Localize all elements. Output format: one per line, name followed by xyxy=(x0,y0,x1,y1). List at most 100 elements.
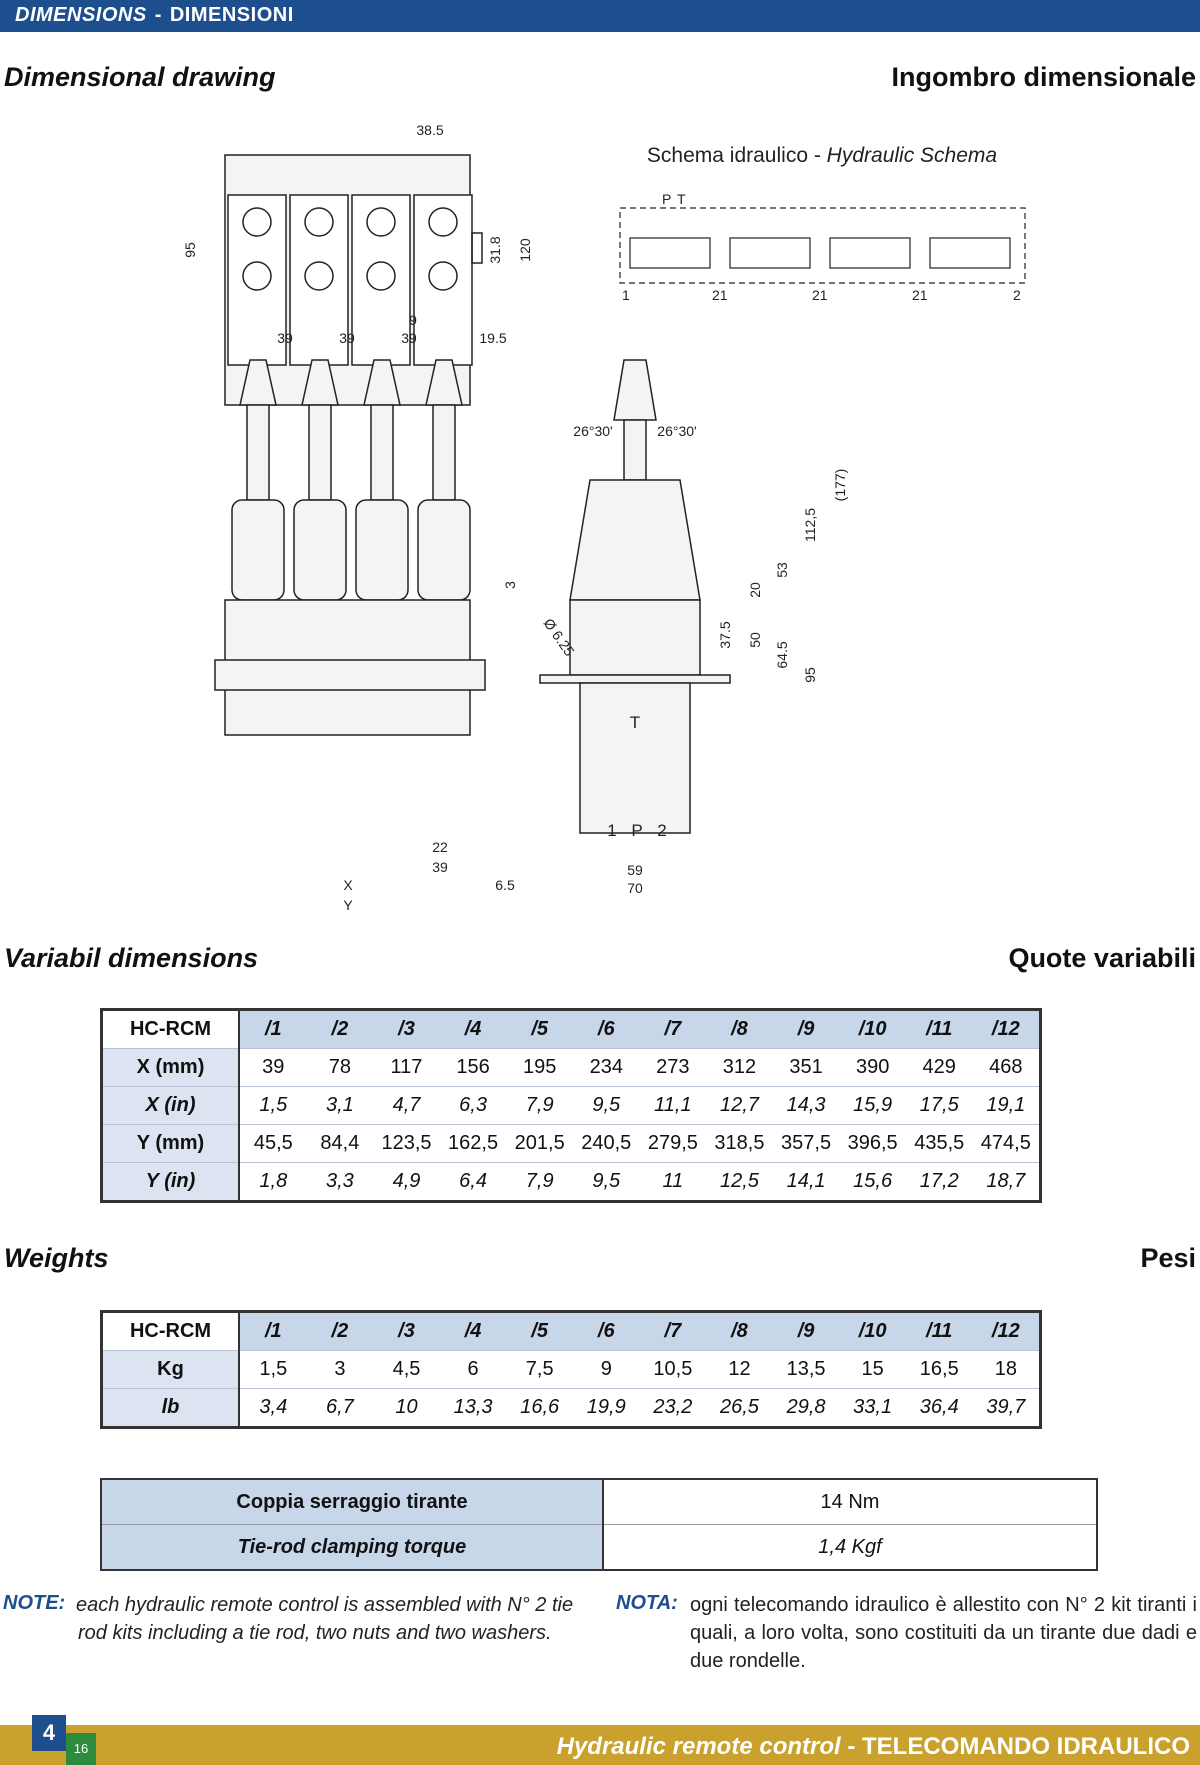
table-cell: 474,5 xyxy=(972,1124,1043,1163)
table-cell: /12 xyxy=(972,1008,1043,1049)
table-cell: 357,5 xyxy=(772,1124,840,1163)
table-cell: 435,5 xyxy=(905,1124,973,1163)
table-cell: /8 xyxy=(706,1008,773,1049)
dim-6-5: 6.5 xyxy=(495,877,515,893)
schema-valve xyxy=(729,237,811,269)
table-cell: 7,5 xyxy=(506,1350,573,1389)
table-cell: /5 xyxy=(506,1310,573,1351)
table-cell: /2 xyxy=(306,1310,374,1351)
dim-120: 120 xyxy=(517,238,533,262)
table-row: HC-RCM /1 /2 /3 /4 /5 /6 /7 /8 /9 /10 /1… xyxy=(100,1008,1043,1049)
table-cell: 351 xyxy=(772,1048,840,1087)
dim-y: Y xyxy=(343,897,353,913)
table-cell: 12 xyxy=(706,1350,773,1389)
table-cell: 156 xyxy=(439,1048,507,1087)
table-cell: X (in) xyxy=(100,1086,240,1125)
footer-bar xyxy=(0,1725,1200,1765)
table-cell: /4 xyxy=(439,1310,507,1351)
side-lever-knob xyxy=(613,359,657,421)
footer-title-it: TELECOMANDO IDRAULICO xyxy=(862,1733,1190,1760)
table-row: Kg 1,5 3 4,5 6 7,5 9 10,5 12 13,5 15 16,… xyxy=(100,1350,1043,1389)
dim-9: 9 xyxy=(409,312,417,328)
top-view xyxy=(224,154,483,406)
section-title-drawing-it: Ingombro dimensionale xyxy=(891,62,1196,92)
dim-39-b: 39 xyxy=(339,330,355,346)
table-cell: /7 xyxy=(639,1008,707,1049)
table-cell: /7 xyxy=(639,1310,707,1351)
front-view-tie-rod xyxy=(214,659,486,691)
schema-port-t: T xyxy=(677,191,686,207)
torque-label-en: Tie-rod clamping torque xyxy=(101,1524,604,1571)
table-cell: /10 xyxy=(839,1008,906,1049)
table-cell: /9 xyxy=(772,1008,840,1049)
schema-label-21-c: 21 xyxy=(912,287,928,303)
table-cell: 39,7 xyxy=(972,1388,1043,1429)
table-cell: 312 xyxy=(706,1048,773,1087)
schema-label-21-a: 21 xyxy=(712,287,728,303)
table-cell: 273 xyxy=(639,1048,707,1087)
table-cell: 15 xyxy=(839,1350,906,1389)
dim-39-c: 39 xyxy=(401,330,417,346)
table-row: lb 3,4 6,7 10 13,3 16,6 19,9 23,2 26,5 2… xyxy=(100,1388,1043,1429)
table-cell: 396,5 xyxy=(839,1124,906,1163)
lever-boot xyxy=(355,499,409,601)
table-cell: 19,1 xyxy=(972,1086,1043,1125)
top-view-hole xyxy=(366,207,396,237)
note-text: each hydraulic remote control is assembl… xyxy=(76,1594,574,1644)
side-view xyxy=(539,359,731,834)
header-title-en: DIMENSIONS xyxy=(15,4,147,26)
top-view-hole xyxy=(366,261,396,291)
table-cell: 4,7 xyxy=(373,1086,440,1125)
top-view-section-4 xyxy=(413,194,473,366)
section-title-weights-it: Pesi xyxy=(1140,1243,1196,1273)
side-body xyxy=(579,682,691,834)
dim-angle-right: 26°30' xyxy=(657,423,696,439)
header-bar: DIMENSIONS-DIMENSIONI xyxy=(0,0,1200,32)
table-cell: 17,5 xyxy=(905,1086,973,1125)
side-flange xyxy=(539,674,731,684)
schema-valve xyxy=(629,237,711,269)
table-cell: 14,1 xyxy=(772,1162,840,1203)
dim-20: 20 xyxy=(747,582,763,598)
schema-label-1: 1 xyxy=(622,287,630,303)
table-cell: /6 xyxy=(572,1008,640,1049)
table-cell: 4,5 xyxy=(373,1350,440,1389)
table-row: Tie-rod clamping torque 1,4 Kgf xyxy=(101,1524,1097,1571)
table-cell: 117 xyxy=(373,1048,440,1087)
table-cell: 201,5 xyxy=(506,1124,573,1163)
top-view-section-2 xyxy=(289,194,349,366)
table-cell: /9 xyxy=(772,1310,840,1351)
table-cell: /3 xyxy=(373,1310,440,1351)
table-cell: Y (mm) xyxy=(100,1124,240,1163)
table-cell: 468 xyxy=(972,1048,1043,1087)
section-title-variable-en: Variabil dimensions xyxy=(4,943,259,973)
table-cell: 4,9 xyxy=(373,1162,440,1203)
top-view-hole xyxy=(304,207,334,237)
table-cell: 16,6 xyxy=(506,1388,573,1429)
schema-valve xyxy=(829,237,911,269)
footer-separator: - xyxy=(847,1733,856,1760)
header-title-it: DIMENSIONI xyxy=(169,4,294,26)
table-cell: lb xyxy=(100,1388,240,1429)
table-cell: X (mm) xyxy=(100,1048,240,1087)
port-2: 2 xyxy=(657,821,666,840)
table-cell: 10,5 xyxy=(639,1350,707,1389)
lever-shaft xyxy=(246,404,270,501)
top-view-hole xyxy=(242,207,272,237)
dim-95-b: 95 xyxy=(802,667,818,683)
port-1: 1 xyxy=(607,821,616,840)
top-view-hole xyxy=(428,261,458,291)
table-cell: 318,5 xyxy=(706,1124,773,1163)
nota-label: NOTA: xyxy=(616,1592,678,1614)
table-cell: /11 xyxy=(905,1008,973,1049)
schema-frame xyxy=(619,207,1026,284)
top-view-hole xyxy=(428,207,458,237)
table-cell: 240,5 xyxy=(572,1124,640,1163)
table-cell: 9,5 xyxy=(572,1162,640,1203)
top-view-hole xyxy=(304,261,334,291)
table-cell: 36,4 xyxy=(905,1388,973,1429)
schema-title-en: Hydraulic Schema xyxy=(827,144,997,167)
header-separator: - xyxy=(154,4,162,26)
table-cell: 390 xyxy=(839,1048,906,1087)
footer-title: Hydraulic remote control - TELECOMANDO I… xyxy=(557,1733,1190,1761)
